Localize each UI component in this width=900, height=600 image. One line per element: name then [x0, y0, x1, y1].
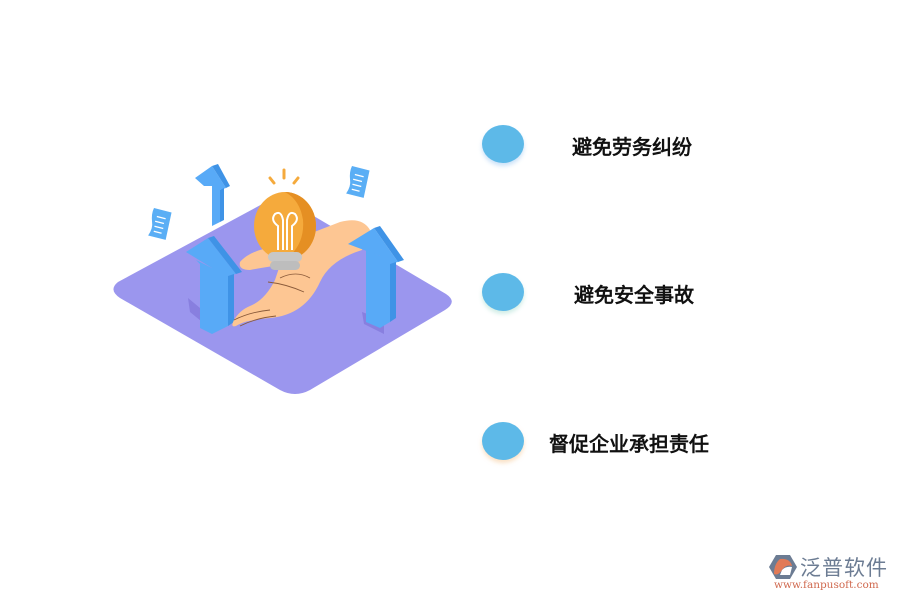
brand-logo: 泛普软件 www.fanpusoft.com [768, 552, 893, 592]
arrow-up-icon [186, 236, 242, 334]
list-item-corporate-responsibility: 督促企业承担责任 [482, 422, 762, 462]
document-icon [346, 166, 370, 198]
arrow-up-icon [195, 164, 230, 226]
bullet-circle-icon [482, 422, 524, 460]
logo-url-text: www.fanpusoft.com [774, 579, 879, 591]
logo-mark-icon [769, 555, 797, 579]
item-label: 避免安全事故 [574, 283, 694, 307]
arrow-up-icon [348, 226, 404, 334]
logo-brand-text: 泛普软件 [800, 556, 888, 580]
list-item-safety-accidents: 避免安全事故 [482, 273, 762, 313]
bullet-circle-icon [482, 273, 524, 311]
item-label: 避免劳务纠纷 [572, 135, 692, 159]
hand-icon [232, 220, 370, 327]
bullet-circle-icon [482, 125, 524, 163]
illustration [100, 150, 470, 410]
hand-bulb-illustration [113, 164, 452, 394]
item-label: 督促企业承担责任 [549, 432, 709, 456]
light-bulb-icon [254, 168, 316, 270]
list-item-labor-disputes: 避免劳务纠纷 [482, 125, 762, 165]
document-icon [148, 208, 172, 240]
